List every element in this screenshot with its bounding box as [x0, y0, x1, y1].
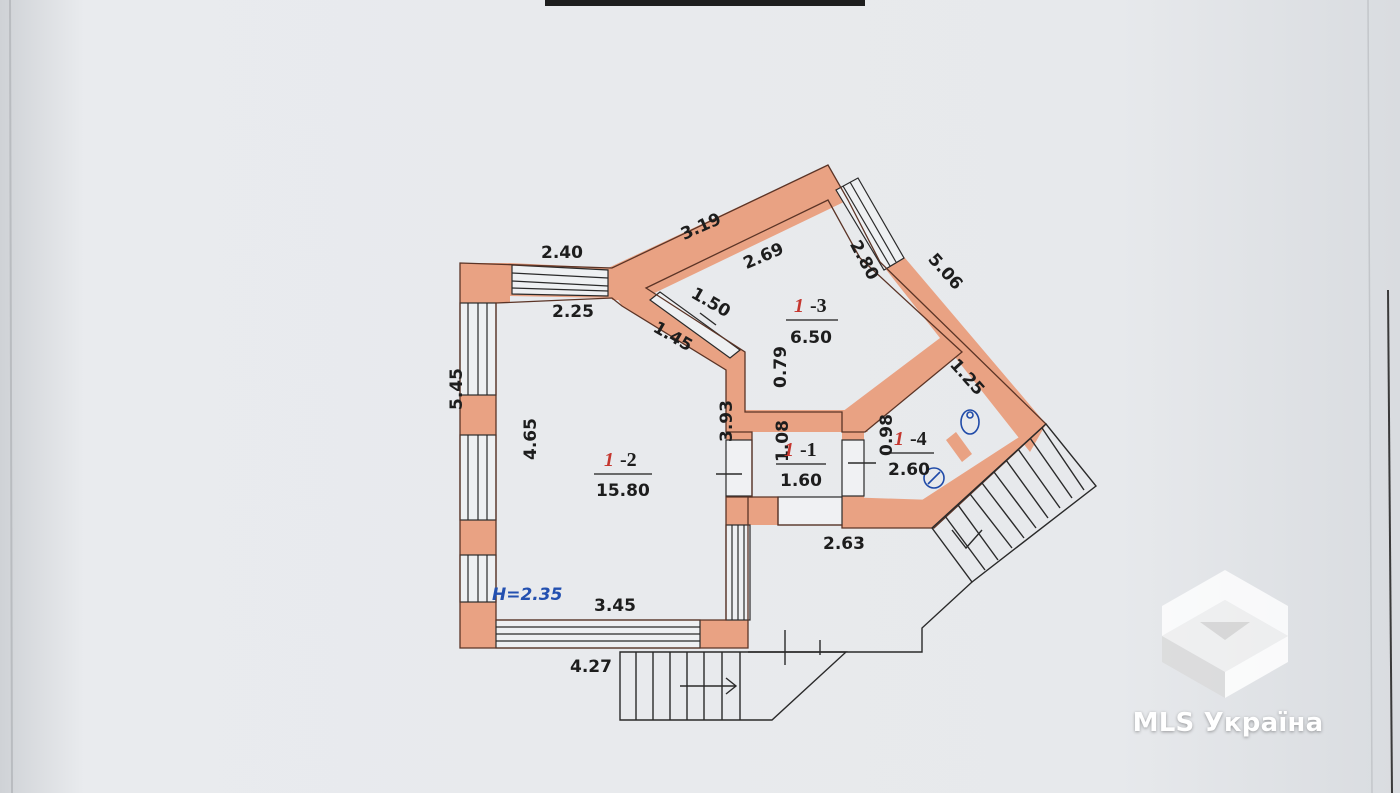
mls-cube-logo-icon — [1162, 570, 1288, 698]
windows — [459, 177, 905, 649]
svg-text:1-3: 1 -3 — [794, 295, 827, 317]
svg-text:1-1: 1 -1 — [784, 439, 817, 461]
left-edge-line — [9, 0, 13, 793]
dim-1-08: 1.08 — [773, 420, 793, 462]
wall-outlines — [459, 164, 1047, 649]
watermark-brand-text: MLS Україна — [1132, 708, 1324, 738]
room-1-2-suffix: -2 — [620, 449, 637, 471]
room-1-4-suffix: -4 — [910, 428, 927, 450]
stairs-and-porch — [619, 312, 1097, 721]
room-labels: 1 -2 15.80 1 -3 6.50 1 -1 1.60 1 -4 2.60 — [594, 295, 934, 501]
svg-text:1-4: 1 -4 — [894, 428, 927, 450]
svg-text:1-2: 1 -2 — [604, 449, 637, 471]
dim-3-93: 3.93 — [717, 400, 737, 442]
dim-4-65: 4.65 — [521, 418, 541, 460]
ceiling-height-label: H=2.35 — [492, 585, 562, 605]
room-1-3-area: 6.50 — [790, 328, 832, 348]
room-1-4-label: 1 -4 2.60 — [886, 428, 934, 480]
room-1-1-area: 1.60 — [780, 471, 822, 491]
dim-2-25: 2.25 — [552, 302, 594, 322]
right-border-line — [1387, 289, 1393, 793]
dim-2-40: 2.40 — [541, 243, 583, 263]
room-1-2-number: 1 — [604, 449, 614, 471]
dim-4-27: 4.27 — [570, 657, 612, 677]
right-edge-line — [1367, 0, 1373, 793]
room-1-4-area: 2.60 — [888, 460, 930, 480]
top-dark-strip — [545, 0, 865, 6]
dim-3-45: 3.45 — [594, 596, 636, 616]
room-1-2-label: 1 -2 15.80 — [594, 449, 652, 501]
dim-0-79: 0.79 — [771, 346, 791, 388]
room-1-2-area: 15.80 — [596, 481, 650, 501]
room-1-3-label: 1 -3 6.50 — [786, 295, 838, 348]
room-1-1-suffix: -1 — [800, 439, 817, 461]
dim-0-98: 0.98 — [877, 414, 897, 456]
room-1-4-number: 1 — [894, 428, 904, 450]
dim-2-63: 2.63 — [823, 534, 865, 554]
dim-5-45: 5.45 — [447, 368, 467, 410]
room-1-3-number: 1 — [794, 295, 804, 317]
bathroom-fixtures — [923, 409, 980, 489]
room-1-1-label: 1 -1 1.60 — [776, 439, 826, 491]
room-1-1-number: 1 — [784, 439, 794, 461]
room-1-3-suffix: -3 — [810, 295, 827, 317]
